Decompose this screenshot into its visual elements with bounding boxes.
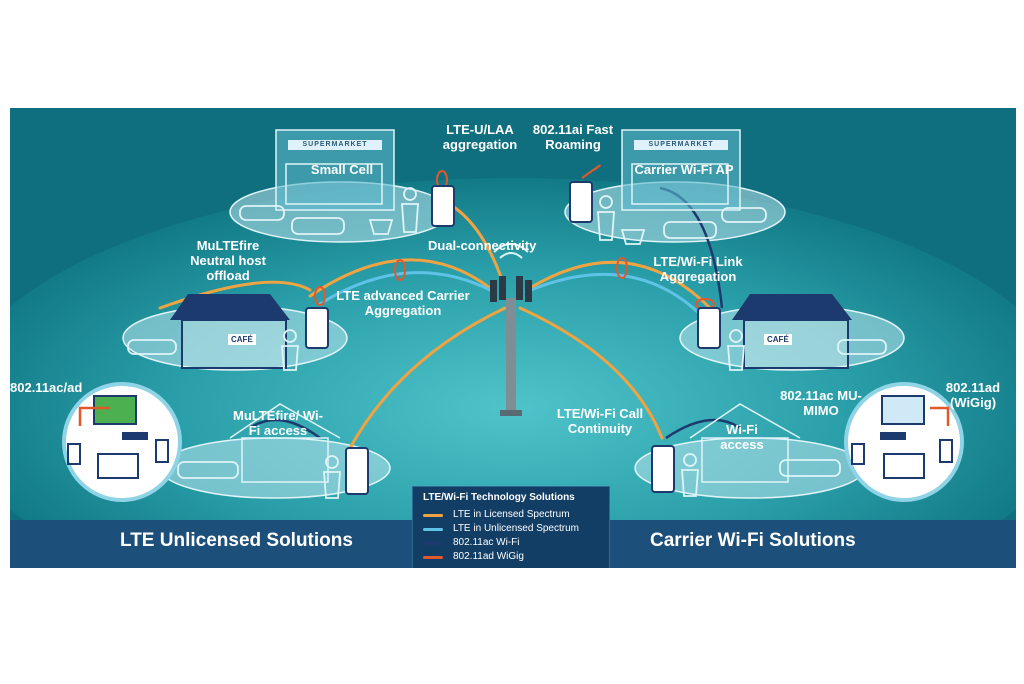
legend-label: LTE in Licensed Spectrum bbox=[453, 509, 570, 520]
arc-licensed-5 bbox=[518, 306, 664, 440]
label-small-cell: Small Cell bbox=[310, 162, 374, 177]
fast-roaming-arrow bbox=[581, 164, 601, 179]
router-icon bbox=[122, 432, 148, 440]
sofa-icon bbox=[97, 453, 139, 479]
aggregation-marker-3 bbox=[616, 257, 628, 279]
legend-swatch bbox=[423, 514, 443, 517]
car-icon bbox=[239, 205, 285, 221]
sofa-icon bbox=[883, 453, 925, 479]
arc-licensed-2 bbox=[528, 260, 712, 310]
label-wifi-access: Wi-Fi access bbox=[720, 422, 764, 452]
house-icon bbox=[229, 403, 341, 483]
person-icon bbox=[597, 195, 615, 241]
home-interior-left bbox=[62, 382, 182, 502]
arc-wifi-ac-2 bbox=[665, 418, 741, 440]
arc-unlicensed-1 bbox=[318, 271, 496, 306]
label-lte-u-laa: LTE-U/LAA aggregation bbox=[442, 122, 518, 152]
home-interior-right bbox=[844, 382, 964, 502]
cafe-icon bbox=[732, 294, 852, 369]
smartphone-icon bbox=[305, 307, 329, 349]
smartphone-icon bbox=[697, 307, 721, 349]
supermarket-sign-right: SUPERMARKET bbox=[634, 140, 728, 150]
car-icon bbox=[837, 339, 887, 355]
person-icon bbox=[681, 453, 699, 497]
legend: LTE/Wi-Fi Technology Solutions LTE in Li… bbox=[412, 486, 610, 568]
arc-wifi-ac-3 bbox=[249, 418, 321, 440]
tv-icon bbox=[93, 395, 137, 425]
label-dual-connectivity: Dual-connectivity bbox=[428, 238, 537, 253]
network-diagram: SUPERMARKET SUPERMARKET CAFÉ CAFÉ LTE-U/… bbox=[10, 108, 1016, 568]
car-icon bbox=[177, 461, 239, 479]
car-icon bbox=[663, 221, 717, 239]
label-80211ac-ad: 802.11ac/ad bbox=[10, 380, 83, 395]
label-multefire-wifi: MuLTEfire/ Wi-Fi access bbox=[233, 408, 323, 438]
person-icon bbox=[727, 329, 745, 371]
shopping-cart-icon bbox=[620, 229, 646, 245]
cafe-icon bbox=[170, 294, 290, 369]
person-icon bbox=[401, 187, 419, 233]
arc-unlicensed-2 bbox=[524, 272, 702, 316]
person-icon bbox=[323, 455, 341, 499]
footer-title-lte-unlicensed: LTE Unlicensed Solutions bbox=[120, 530, 353, 551]
legend-swatch bbox=[423, 556, 443, 559]
legend-swatch bbox=[423, 542, 443, 545]
legend-label: 802.11ac Wi-Fi bbox=[453, 537, 520, 548]
label-lte-advanced-ca: LTE advanced Carrier Aggregation bbox=[336, 288, 470, 318]
smartphone-icon bbox=[67, 443, 81, 465]
smartphone-icon bbox=[155, 439, 169, 463]
legend-title: LTE/Wi-Fi Technology Solutions bbox=[423, 492, 575, 503]
arc-licensed-4 bbox=[348, 306, 507, 450]
tv-icon bbox=[881, 395, 925, 425]
legend-label: 802.11ad WiGig bbox=[453, 551, 524, 562]
aggregation-marker-1 bbox=[394, 259, 406, 281]
car-icon bbox=[779, 459, 841, 477]
smartphone-icon bbox=[651, 445, 675, 493]
aggregation-marker-2 bbox=[314, 286, 326, 306]
shopping-cart-icon bbox=[368, 219, 394, 235]
cafe-sign-right: CAFÉ bbox=[764, 334, 792, 345]
smartphone-icon bbox=[345, 447, 369, 495]
label-fast-roaming: 802.11ai Fast Roaming bbox=[532, 122, 614, 152]
smartphone-icon bbox=[851, 443, 865, 465]
car-icon bbox=[721, 207, 767, 223]
person-icon bbox=[281, 329, 299, 371]
footer-title-carrier-wifi: Carrier Wi-Fi Solutions bbox=[650, 530, 856, 551]
label-multefire-neutral: MuLTEfire Neutral host offload bbox=[190, 238, 266, 283]
cafe-sign-left: CAFÉ bbox=[228, 334, 256, 345]
smartphone-icon bbox=[431, 185, 455, 227]
arc-licensed-1 bbox=[308, 258, 492, 298]
legend-label: LTE in Unlicensed Spectrum bbox=[453, 523, 579, 534]
legend-swatch bbox=[423, 528, 443, 531]
car-icon bbox=[291, 217, 345, 235]
smartphone-icon bbox=[569, 181, 593, 223]
smartphone-icon bbox=[939, 439, 953, 463]
label-call-continuity: LTE/Wi-Fi Call Continuity bbox=[556, 406, 644, 436]
cell-tower-icon bbox=[490, 243, 532, 416]
label-mu-mimo: 802.11ac MU-MIMO bbox=[780, 388, 862, 418]
diagram-graphics bbox=[10, 129, 1016, 568]
label-wigig: 802.11ad (WiGig) bbox=[945, 380, 1001, 410]
supermarket-sign-left: SUPERMARKET bbox=[288, 140, 382, 150]
router-icon bbox=[880, 432, 906, 440]
label-carrier-wifi-ap: Carrier Wi-Fi AP bbox=[634, 162, 734, 177]
label-lte-wifi-link: LTE/Wi-Fi Link Aggregation bbox=[653, 254, 743, 284]
car-icon bbox=[127, 339, 177, 355]
